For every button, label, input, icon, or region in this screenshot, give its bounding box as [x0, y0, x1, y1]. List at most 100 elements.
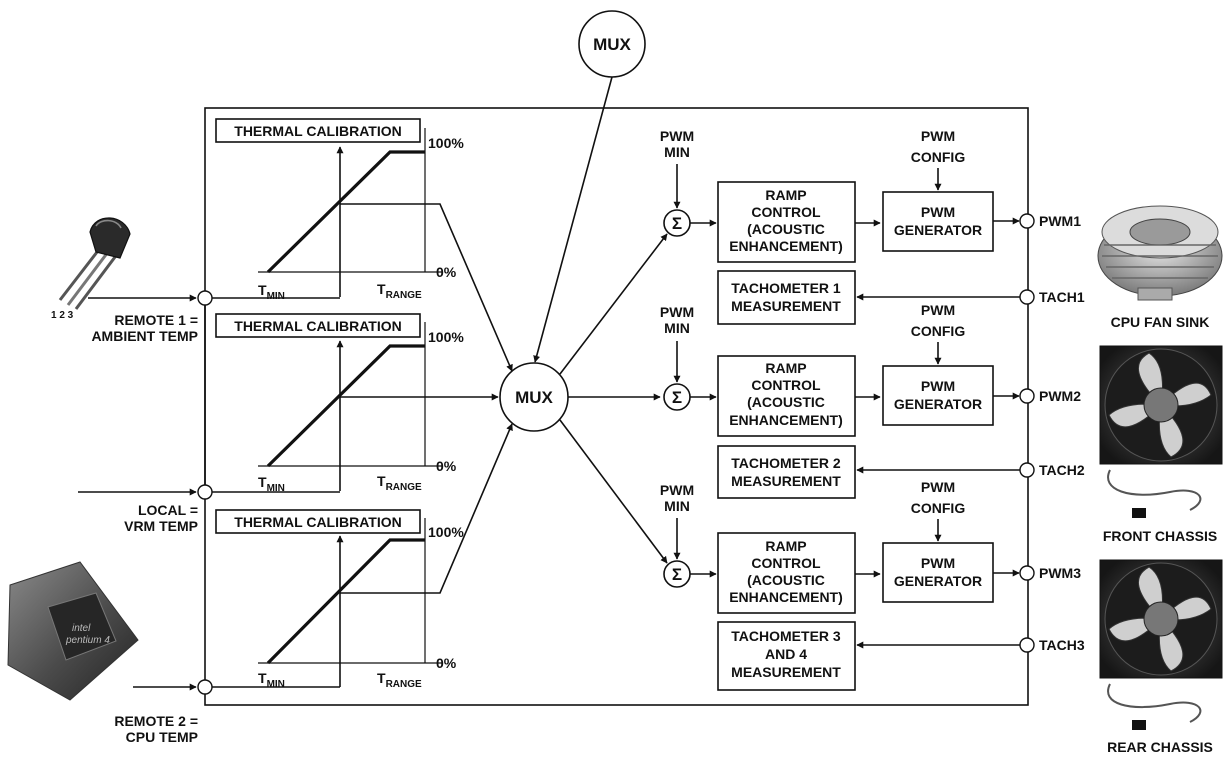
tmin-label: TMIN	[258, 282, 285, 302]
ramp-line1: RAMP	[765, 538, 806, 554]
ramp-line4: ENHANCEMENT)	[729, 589, 843, 605]
chip-marking-line2: pentium 4	[65, 635, 110, 646]
cpu-fan-sink-image: CPU FAN SINK	[1097, 205, 1223, 330]
input-label-line1: LOCAL =	[138, 502, 198, 518]
label-0-percent: 0%	[436, 655, 457, 671]
trange-label: TRANGE	[377, 670, 422, 690]
trange-label: TRANGE	[377, 281, 422, 301]
ramp-line3: (ACOUSTIC	[747, 221, 825, 237]
thermal-calibration-title: THERMAL CALIBRATION	[234, 318, 401, 334]
thermal-calibration-block-2: THERMAL CALIBRATION 100% 0% TMIN TRANGE	[215, 313, 464, 494]
label-0-percent: 0%	[436, 264, 457, 280]
pwm-gen-line1: PWM	[921, 555, 955, 571]
transfer-curve	[266, 150, 425, 274]
sigma-symbol: Σ	[672, 388, 682, 407]
pwm1-label: PWM1	[1039, 213, 1081, 229]
tach3-line1: TACHOMETER 3	[731, 628, 841, 644]
front-chassis-fan-image: FRONT CHASSIS	[1099, 345, 1223, 544]
ramp-line4: ENHANCEMENT)	[729, 412, 843, 428]
sigma-symbol: Σ	[672, 565, 682, 584]
pwm-gen-line2: GENERATOR	[894, 573, 982, 589]
pwm-min-line1: PWM	[660, 304, 694, 320]
tachometer-1-box	[717, 270, 856, 325]
pwm-config-line2: CONFIG	[911, 323, 966, 339]
pwm-min-line1: PWM	[660, 482, 694, 498]
pwm-config-line2: CONFIG	[911, 500, 966, 516]
pwm2-label: PWM2	[1039, 388, 1081, 404]
transfer-curve	[266, 538, 425, 665]
pwm-generator-box	[882, 191, 994, 252]
input-remote-2: REMOTE 2 = CPU TEMP	[114, 679, 340, 745]
pin-tach2	[1019, 462, 1035, 478]
mux-center-label: MUX	[515, 388, 553, 407]
tach2-line2: MEASUREMENT	[731, 473, 841, 489]
ramp-control-box	[717, 532, 856, 614]
pin-tach1	[1019, 289, 1035, 305]
tmin-label: TMIN	[258, 474, 285, 494]
ramp-line1: RAMP	[765, 360, 806, 376]
tmin-label: TMIN	[258, 670, 285, 690]
tachometer-3-box	[717, 621, 856, 691]
ramp-line2: CONTROL	[751, 555, 821, 571]
pin-pwm3	[1019, 565, 1035, 581]
thermal-calibration-title: THERMAL CALIBRATION	[234, 123, 401, 139]
tach3-line2: AND 4	[765, 646, 807, 662]
tach2-label: TACH2	[1039, 462, 1085, 478]
pwm3-label: PWM3	[1039, 565, 1081, 581]
ramp-line3: (ACOUSTIC	[747, 394, 825, 410]
thermal-calibration-title-box	[215, 313, 421, 338]
ramp-line3: (ACOUSTIC	[747, 572, 825, 588]
trange-label: TRANGE	[377, 473, 422, 493]
pwm-config-line2: CONFIG	[911, 149, 966, 165]
channel-3: PWM MIN Σ RAMP CONTROL (ACOUSTIC ENHANCE…	[660, 479, 1085, 691]
channel-1: PWM MIN Σ RAMP CONTROL (ACOUSTIC ENHANCE…	[660, 128, 1085, 325]
pwm-min-line2: MIN	[664, 498, 690, 514]
thermal-calibration-title-box	[215, 118, 421, 143]
mux-center: MUX	[499, 362, 569, 432]
pwm-config-line1: PWM	[921, 479, 955, 495]
pwm-gen-line2: GENERATOR	[894, 222, 982, 238]
ramp-control-box	[717, 181, 856, 263]
pin-local	[197, 484, 213, 500]
tach3-label: TACH3	[1039, 637, 1085, 653]
curve-1-to-mux	[340, 203, 513, 372]
tachometer-2-box	[717, 445, 856, 499]
thermistor-image: 1 2 3	[51, 217, 131, 321]
label-100-percent: 100%	[428, 329, 464, 345]
label-0-percent: 0%	[436, 458, 457, 474]
mux-top: MUX	[578, 10, 646, 78]
mux-to-sum-3	[559, 419, 668, 564]
rear-chassis-fan-image: REAR CHASSIS	[1099, 559, 1223, 755]
mux-to-sum-1	[559, 233, 668, 375]
pwm-generator-box	[882, 542, 994, 603]
chip-marking-line1: intel	[72, 623, 91, 634]
pin-tach3	[1019, 637, 1035, 653]
pwm-min-line1: PWM	[660, 128, 694, 144]
ramp-line2: CONTROL	[751, 377, 821, 393]
transfer-curve	[266, 344, 425, 468]
pwm-gen-line1: PWM	[921, 204, 955, 220]
thermistor-pin-numbers: 1 2 3	[51, 310, 74, 321]
input-label-line1: REMOTE 1 =	[114, 312, 198, 328]
pwm-min-line2: MIN	[664, 144, 690, 160]
thermal-calibration-block-3: THERMAL CALIBRATION 100% 0% TMIN TRANGE	[215, 509, 464, 690]
label-100-percent: 100%	[428, 135, 464, 151]
pin-remote-2	[197, 679, 213, 695]
thermal-calibration-title-box	[215, 509, 421, 534]
ramp-line2: CONTROL	[751, 204, 821, 220]
tach1-line2: MEASUREMENT	[731, 298, 841, 314]
cpu-chip-image: intel pentium 4	[7, 561, 139, 701]
pin-pwm2	[1019, 388, 1035, 404]
input-label-line2: CPU TEMP	[126, 729, 198, 745]
pwm-gen-line1: PWM	[921, 378, 955, 394]
fan-label-rear: REAR CHASSIS	[1107, 739, 1213, 755]
sigma-symbol: Σ	[672, 214, 682, 233]
input-local: LOCAL = VRM TEMP	[78, 484, 340, 534]
pwm-min-line2: MIN	[664, 320, 690, 336]
thermal-calibration-title: THERMAL CALIBRATION	[234, 514, 401, 530]
input-label-line1: REMOTE 2 =	[114, 713, 198, 729]
channel-2: PWM MIN Σ RAMP CONTROL (ACOUSTIC ENHANCE…	[660, 302, 1085, 499]
input-label-line2: AMBIENT TEMP	[91, 328, 198, 344]
label-100-percent: 100%	[428, 524, 464, 540]
tach3-line3: MEASUREMENT	[731, 664, 841, 680]
